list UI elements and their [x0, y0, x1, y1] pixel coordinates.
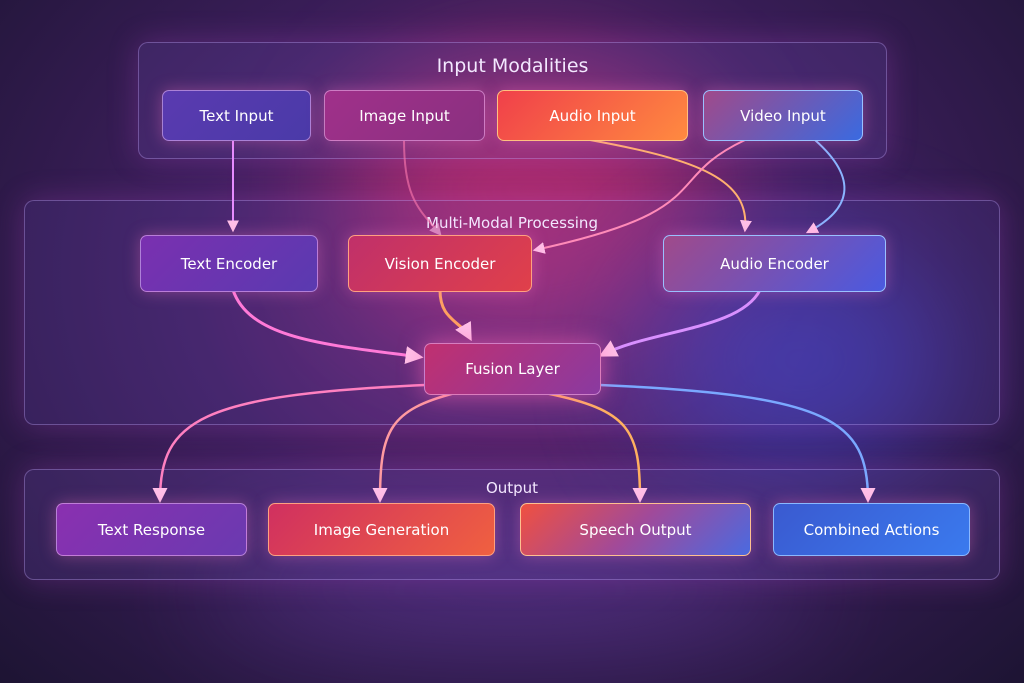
audio-input-box: Audio Input	[497, 90, 688, 141]
text-response-box: Text Response	[56, 503, 247, 556]
audio-encoder-box: Audio Encoder	[663, 235, 886, 292]
arrow-fusion-speech	[544, 391, 648, 503]
vision-encoder-box: Vision Encoder	[348, 235, 532, 292]
fusion-layer-box: Fusion Layer	[424, 343, 601, 395]
arrow-fusion-combined	[599, 383, 876, 503]
arrow-fusion-image	[372, 391, 456, 503]
video-input-box: Video Input	[703, 90, 863, 141]
processing-title: Multi-Modal Processing	[426, 214, 598, 232]
arrow-video-vision	[532, 139, 746, 254]
bg-glow	[200, 560, 820, 620]
arrow-text-encoder-fusion	[231, 289, 424, 365]
text-encoder-box: Text Encoder	[140, 235, 318, 292]
arrow-image-input	[403, 139, 442, 236]
arrow-vision-encoder-fusion	[438, 289, 472, 342]
image-input-box: Image Input	[324, 90, 485, 141]
arrow-audio-input	[589, 139, 752, 233]
input-title: Input Modalities	[436, 55, 589, 77]
text-input-box: Text Input	[162, 90, 311, 141]
image-generation-box: Image Generation	[268, 503, 495, 556]
combined-actions-box: Combined Actions	[773, 503, 970, 556]
output-title: Output	[485, 479, 539, 497]
arrow-audio-encoder-fusion	[598, 289, 762, 357]
arrow-video-audio	[805, 139, 846, 234]
speech-output-box: Speech Output	[520, 503, 751, 556]
arrow-fusion-text	[152, 383, 426, 503]
